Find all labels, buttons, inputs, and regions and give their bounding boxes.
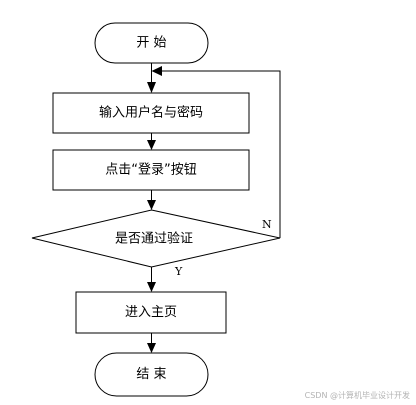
step-click-label: 点击“登录”按钮 bbox=[105, 163, 196, 178]
start-terminator: 开 始 bbox=[94, 22, 209, 64]
branch-yes-label: Y bbox=[174, 265, 183, 278]
arrowhead-click-to-decision bbox=[147, 200, 156, 210]
arrowhead-loop-return bbox=[151, 66, 162, 76]
start-label: 开 始 bbox=[136, 36, 166, 51]
step-input-credentials: 输入用户名与密码 bbox=[52, 92, 250, 134]
arrowhead-start-to-input bbox=[147, 82, 156, 93]
arrowhead-yes-to-home bbox=[147, 282, 156, 292]
step-home-label: 进入主页 bbox=[125, 305, 177, 320]
step-enter-home: 进入主页 bbox=[75, 291, 227, 334]
step-input-shape bbox=[52, 92, 250, 134]
arrowhead-input-to-click bbox=[147, 140, 156, 150]
end-terminator: 结 束 bbox=[94, 352, 209, 397]
end-label: 结 束 bbox=[136, 367, 166, 382]
end-shape bbox=[94, 352, 209, 397]
arrowhead-home-to-end bbox=[147, 343, 156, 353]
decision-verify: 是否通过验证 bbox=[31, 209, 281, 268]
branch-no-label: N bbox=[262, 218, 272, 231]
decision-label: 是否通过验证 bbox=[115, 231, 193, 247]
step-input-label: 输入用户名与密码 bbox=[99, 105, 203, 121]
step-click-login: 点击“登录”按钮 bbox=[52, 149, 250, 191]
arrow-no-loop-back bbox=[162, 70, 281, 238]
csdn-watermark: CSDN @计算机毕业设计开发 bbox=[305, 390, 410, 400]
